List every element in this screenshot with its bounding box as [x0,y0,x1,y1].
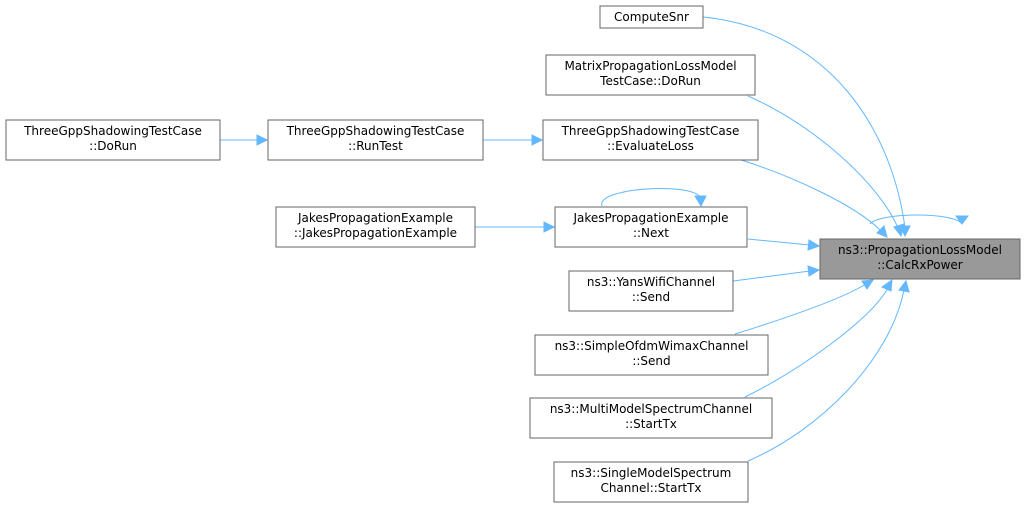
node-singlemodel-starttx-line2: Channel::StartTx [600,481,701,495]
edge-singlemodel-to-target [747,279,910,462]
edge-yans-to-target [732,265,821,282]
node-ofdm-send[interactable]: ns3::SimpleOfdmWimaxChannel ::Send [534,334,769,376]
edge-multimodel-to-target [744,278,893,398]
edge-doRun-to-runtest [220,134,269,146]
node-threegpp-dorun-line1: ThreeGppShadowingTestCase [23,124,202,138]
edge-jakesctor-to-jakesnext [475,221,556,233]
edge-jakesnext-self-loop [601,188,707,208]
node-computesnr[interactable]: ComputeSnr [599,5,704,29]
node-ofdm-send-line2: ::Send [632,354,670,368]
node-ofdm-send-line1: ns3::SimpleOfdmWimaxChannel [555,339,749,353]
node-threegpp-runtest[interactable]: ThreeGppShadowingTestCase ::RunTest [267,119,484,161]
node-matrix-dorun-line1: MatrixPropagationLossModel [564,59,736,73]
node-threegpp-evaluateloss-line1: ThreeGppShadowingTestCase [561,124,740,138]
node-jakes-ctor[interactable]: JakesPropagationExample ::JakesPropagati… [275,206,476,248]
edge-target-self-loop [869,214,969,225]
node-multimodel-starttx-line1: ns3::MultiModelSpectrumChannel [550,402,752,416]
node-singlemodel-starttx[interactable]: ns3::SingleModelSpectrum Channel::StartT… [553,461,749,503]
node-threegpp-dorun[interactable]: ThreeGppShadowingTestCase ::DoRun [5,119,221,161]
node-matrix-dorun-line2: TestCase::DoRun [599,74,701,88]
node-jakes-ctor-line2: ::JakesPropagationExample [294,226,457,240]
edge-matrix-to-target [747,95,905,238]
node-multimodel-starttx[interactable]: ns3::MultiModelSpectrumChannel ::StartTx [529,397,773,439]
node-computesnr-line1: ComputeSnr [614,10,689,24]
node-threegpp-evaluateloss-line2: ::EvaluateLoss [607,139,694,153]
node-jakes-next-line1: JakesPropagationExample [572,211,728,225]
node-singlemodel-starttx-line1: ns3::SingleModelSpectrum [571,466,732,480]
node-calcrxpower-line1: ns3::PropagationLossModel [838,243,1002,257]
node-threegpp-runtest-line1: ThreeGppShadowingTestCase [286,124,465,138]
node-jakes-ctor-line1: JakesPropagationExample [297,211,453,225]
node-yans-send-line2: ::Send [632,290,670,304]
node-threegpp-runtest-line2: ::RunTest [348,139,403,153]
node-multimodel-starttx-line2: ::StartTx [625,417,677,431]
node-yans-send-line1: ns3::YansWifiChannel [587,275,715,289]
node-calcrxpower[interactable]: ns3::PropagationLossModel ::CalcRxPower [819,238,1021,280]
node-jakes-next-line2: ::Next [633,226,669,240]
node-calcrxpower-line2: ::CalcRxPower [877,258,963,272]
node-matrix-dorun[interactable]: MatrixPropagationLossModel TestCase::DoR… [545,54,756,96]
edge-jakesnext-to-target [747,238,821,251]
node-threegpp-dorun-line2: ::DoRun [89,139,137,153]
edge-evaluateloss-to-target [737,158,888,238]
node-yans-send[interactable]: ns3::YansWifiChannel ::Send [568,270,734,312]
node-jakes-next[interactable]: JakesPropagationExample ::Next [554,206,748,248]
node-threegpp-evaluateloss[interactable]: ThreeGppShadowingTestCase ::EvaluateLoss [542,119,759,161]
edge-runtest-to-evaluateloss [483,134,544,146]
edge-ofdm-to-target [734,279,874,335]
